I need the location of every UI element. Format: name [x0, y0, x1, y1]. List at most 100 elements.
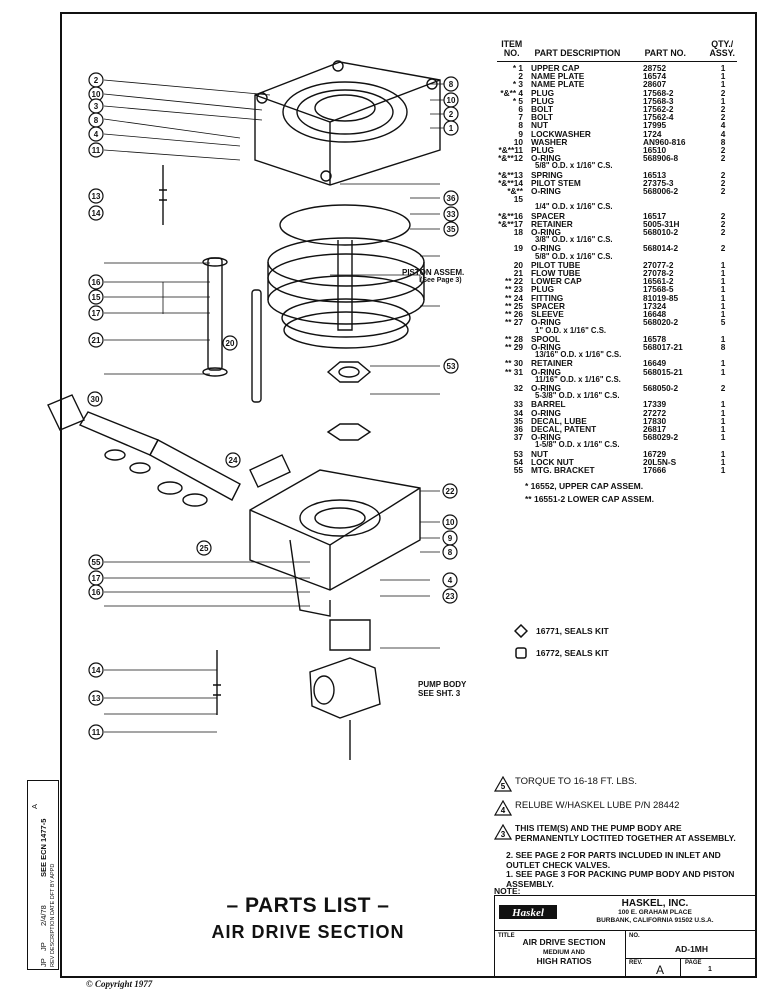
triangle-3-icon: 3 — [494, 824, 512, 840]
cell-item: 33 — [513, 399, 523, 410]
exploded-diagram: 2 10 3 8 4 11 13 14 16 15 17 21 55 17 16… — [47, 60, 459, 760]
cell-part-no: 568906-8 — [643, 153, 679, 164]
cell-description: O-RING — [531, 432, 561, 443]
cell-description: NAME PLATE — [531, 71, 585, 82]
cell-qty: 1 — [720, 268, 726, 279]
kit-item: 16772, SEALS KIT — [514, 646, 609, 660]
cell-part-no: 16729 — [643, 448, 667, 459]
row-subdescription: 11/16" O.D. x 1/16" C.S. — [535, 374, 621, 384]
rev-appd: JP — [39, 958, 48, 967]
cell-part-no: 17830 — [643, 415, 667, 426]
svg-text:10: 10 — [447, 96, 456, 105]
cell-item: *&** 15 — [507, 186, 523, 205]
cell-item: 32 — [513, 382, 523, 393]
note-3: 3 THIS ITEM(S) AND THE PUMP BODY ARE PER… — [494, 823, 744, 843]
row-subdescription: 5/8" O.D. x 1/16" C.S. — [535, 161, 613, 171]
svg-text:16: 16 — [92, 278, 101, 287]
cell-item: * 1 — [512, 63, 523, 73]
svg-text:23: 23 — [446, 592, 455, 601]
cell-qty: 2 — [720, 87, 726, 98]
cell-part-no: 27078-2 — [643, 268, 674, 279]
copyright: © Copyright 1977 — [86, 979, 153, 989]
cell-part-no: AN960-816 — [643, 136, 686, 147]
cell-description: PILOT STEM — [531, 177, 581, 188]
cell-part-no: 1724 — [643, 128, 662, 139]
cell-part-no: 81019-85 — [643, 292, 679, 303]
piston-assem-label: PISTON ASSEM. (See Page 3) — [402, 268, 465, 284]
pump-body-label: PUMP BODY SEE SHT. 3 — [418, 680, 467, 698]
rev-date: 2/4/78 — [39, 905, 48, 926]
svg-text:13: 13 — [92, 192, 101, 201]
svg-text:9: 9 — [448, 534, 453, 543]
row-subdescription: 3/8" O.D. x 1/16" C.S. — [535, 235, 613, 245]
cell-qty: 1 — [720, 366, 726, 377]
cell-description: UPPER CAP — [531, 63, 580, 73]
title-parts-list: – PARTS LIST – — [226, 894, 390, 917]
row-subdescription: 5-3/8" O.D. x 1/16" C.S. — [535, 391, 620, 401]
cell-qty: 2 — [720, 218, 726, 229]
rev-headers: REV DESCRIPTION DATE DFT BY APPD — [50, 863, 56, 967]
cell-qty: 1 — [720, 79, 726, 90]
cell-qty: 2 — [720, 243, 726, 254]
cell-part-no: 568015-21 — [643, 366, 683, 377]
pilot-tube-drawing — [251, 289, 262, 403]
footnote-lower: ** 16551-2 LOWER CAP ASSEM. — [525, 494, 654, 505]
svg-text:16: 16 — [92, 588, 101, 597]
cell-part-no: 17568-2 — [643, 87, 674, 98]
triangle-4-icon: 4 — [494, 800, 512, 816]
cell-part-no: 17568-3 — [643, 95, 674, 106]
rev-by: JP — [39, 942, 48, 951]
cell-qty: 1 — [720, 95, 726, 106]
cell-qty: 4 — [720, 128, 726, 139]
cell-description: O-RING — [531, 366, 561, 377]
cell-description: O-RING — [531, 153, 561, 164]
cell-item: ** 24 — [505, 292, 523, 303]
cell-qty: 8 — [720, 136, 726, 147]
cell-qty: 1 — [720, 276, 726, 287]
cell-qty: 1 — [720, 358, 726, 369]
cell-item: *&**12 — [498, 153, 523, 164]
cell-qty: 2 — [720, 153, 726, 164]
svg-text:53: 53 — [447, 362, 456, 371]
row-subdescription: 1" O.D. x 1/16" C.S. — [535, 325, 607, 335]
cell-item: *&** 4 — [500, 87, 523, 98]
title-value: AIR DRIVE SECTION MEDIUM AND HIGH RATIOS — [522, 937, 606, 966]
cell-item: 7 — [518, 112, 523, 123]
cell-qty: 1 — [720, 63, 726, 73]
cell-part-no: 17568-5 — [643, 284, 674, 295]
cell-part-no: 28607 — [643, 79, 667, 90]
cell-qty: 1 — [720, 432, 726, 443]
cell-item: 36 — [513, 423, 523, 434]
cell-qty: 1 — [720, 259, 726, 270]
cell-description: O-RING — [531, 317, 561, 328]
cell-part-no: 27077-2 — [643, 259, 674, 270]
spool-drawing — [47, 394, 241, 507]
pump-body-drawing — [309, 619, 381, 760]
cell-part-no: 27272 — [643, 407, 667, 418]
fitting-drawing — [249, 454, 291, 488]
svg-text:17: 17 — [92, 574, 101, 583]
assembly-footnotes: * 16552, UPPER CAP ASSEM. ** 16551-2 LOW… — [497, 482, 737, 505]
cell-description: NAME PLATE — [531, 79, 585, 90]
cell-item: 6 — [518, 104, 523, 115]
svg-text:33: 33 — [447, 210, 456, 219]
cell-description: O-RING — [531, 227, 561, 238]
svg-text:36: 36 — [447, 194, 456, 203]
cell-description: NUT — [531, 120, 549, 131]
cell-description: O-RING — [531, 243, 561, 254]
cell-description: PILOT TUBE — [531, 259, 581, 270]
